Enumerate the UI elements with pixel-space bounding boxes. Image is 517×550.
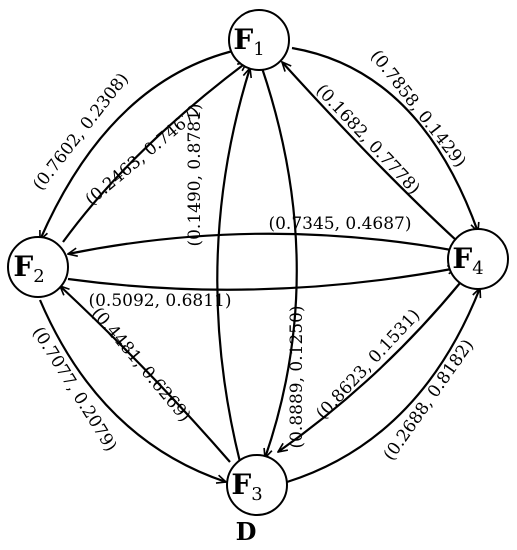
svg-text:F1: F1 (233, 23, 264, 60)
edge-label-f3-f2: (0.4481, 0.6269) (87, 304, 194, 426)
edge-f1-f4: (0.7858, 0.1429) (291, 46, 478, 232)
node-f2-letter: F (13, 250, 33, 283)
node-f2: F2 (7, 236, 69, 298)
diagram-caption: D (236, 517, 257, 546)
edge-f4-f2: (0.7345, 0.4687) (68, 214, 458, 254)
edge-f3-f4: (0.2688, 0.8182) (286, 288, 480, 484)
edge-line-f4-f1 (282, 62, 458, 242)
edge-f3-f1: (0.1490, 0.8781) (185, 68, 250, 463)
node-f1: F1 (228, 9, 290, 71)
edge-f2-f4: (0.5092, 0.6811) (67, 268, 457, 311)
edge-line-f1-f4 (291, 46, 478, 232)
node-f1-subscript: 1 (253, 39, 264, 60)
svg-text:F3: F3 (231, 468, 262, 505)
edge-label-f2-f4: (0.5092, 0.6811) (88, 291, 231, 311)
node-f4-letter: F (452, 242, 472, 275)
edge-label-f4-f2: (0.7345, 0.4687) (268, 214, 411, 234)
edge-f2-f3: (0.7077, 0.2079) (28, 299, 226, 482)
edge-label-f1-f3: (0.8889, 0.1250) (287, 305, 307, 448)
edge-line-f2-f1 (62, 62, 247, 243)
svg-text:F2: F2 (13, 250, 44, 287)
edge-line-f2-f4 (67, 268, 457, 291)
node-f4-subscript: 4 (472, 258, 483, 279)
node-f2-subscript: 2 (33, 266, 44, 287)
edges: (0.7602, 0.2308) (0.2463, 0.7467) (0.785… (28, 46, 480, 482)
edge-line-f3-f4 (286, 288, 480, 484)
node-f3-letter: F (231, 468, 251, 501)
svg-text:F4: F4 (452, 242, 483, 279)
edge-f3-f2: (0.4481, 0.6269) (60, 286, 231, 463)
edge-line-f1-f3 (260, 67, 298, 458)
edge-label-f3-f1: (0.1490, 0.8781) (185, 103, 205, 246)
edge-line-f4-f2 (68, 232, 458, 254)
edge-label-f2-f3: (0.7077, 0.2079) (28, 323, 121, 455)
edge-f1-f3: (0.8889, 0.1250) (260, 67, 307, 458)
edge-line-f3-f1 (216, 68, 250, 463)
node-f4: F4 (447, 228, 509, 290)
node-f3-subscript: 3 (251, 484, 262, 505)
node-f3: F3 (226, 454, 288, 516)
edge-line-f3-f2 (60, 286, 231, 463)
node-f1-letter: F (233, 23, 253, 56)
edge-line-f1-f2 (38, 48, 238, 240)
edge-line-f2-f3 (38, 299, 226, 482)
edge-line-f4-f3 (278, 282, 461, 452)
edge-f1-f2: (0.7602, 0.2308) (29, 48, 238, 240)
